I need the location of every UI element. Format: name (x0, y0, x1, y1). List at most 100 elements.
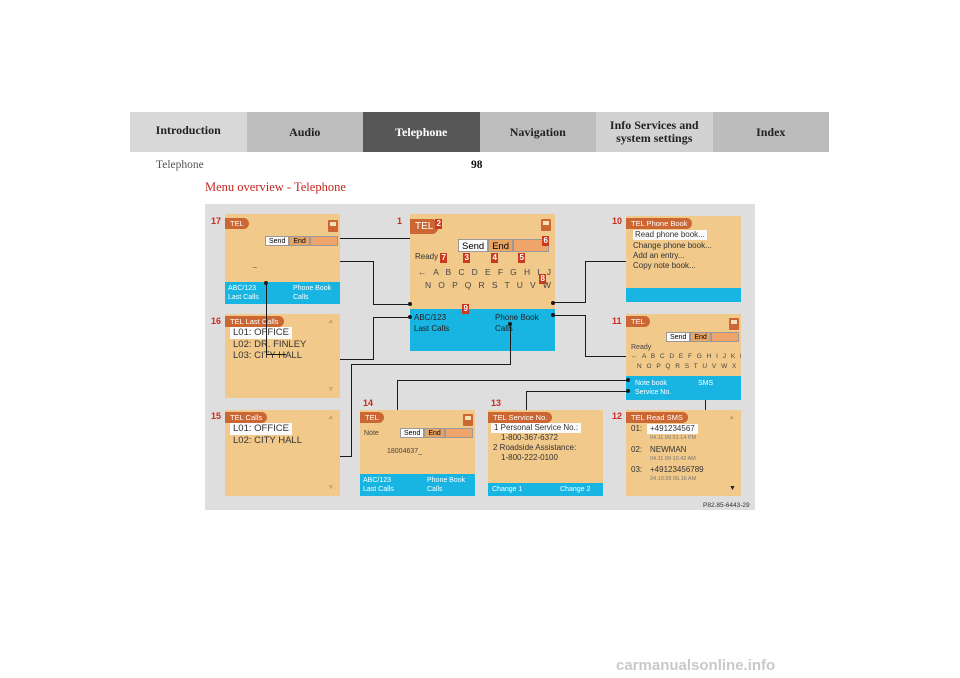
callout-15: 15 (211, 411, 222, 421)
scroll-up-icon: ▵ (730, 414, 734, 421)
connector (555, 315, 585, 316)
callout-7: 7 (440, 253, 448, 263)
connector (373, 304, 410, 305)
connector-dot (508, 322, 512, 326)
send-label: Send (458, 239, 489, 252)
connector (397, 380, 628, 381)
connector (585, 356, 626, 357)
connector-dot (626, 378, 630, 382)
send-end-buttons: Send End (265, 236, 338, 246)
sms-entry-value: +491234567 (647, 424, 698, 434)
softkey-last-calls: Last Calls (228, 294, 259, 301)
callout-4: 4 (491, 253, 499, 263)
watermark: carmanualsonline.info (616, 657, 776, 674)
page-number: 98 (471, 159, 483, 171)
tab-telephone[interactable]: Telephone (363, 112, 480, 152)
telephone-menu-diagram: TEL Send End _ ABC/123 Last Calls Phone … (205, 204, 755, 510)
empty-field (444, 428, 473, 438)
softkey-calls: Calls (427, 486, 443, 493)
softkey-phone-book: Phone Book (427, 477, 466, 484)
sms-entry-label: 02: (631, 445, 643, 454)
connector (526, 391, 628, 392)
callout-3: 3 (463, 253, 471, 263)
note-label: Note (364, 430, 379, 437)
connector (373, 317, 410, 318)
tab-index[interactable]: Index (712, 112, 829, 152)
connector-dot (264, 281, 268, 285)
sms-entry-date: 04.11.99 10.42 AM (650, 456, 696, 462)
softkey-abc123: ABC/123 (228, 285, 257, 292)
connector (351, 364, 511, 365)
screen-tel-main: TEL Send End Ready ← A B C D E F G H I J… (410, 214, 555, 351)
end-label: End (289, 236, 310, 246)
screen-tel-read-sms: TEL Read SMS ▵ 01: +491234567 04.11.99 0… (626, 410, 741, 496)
softkey-bar: ABC/123 Last Calls Phone Book Calls (225, 282, 340, 304)
tab-audio[interactable]: Audio (246, 112, 363, 152)
softkey-calls: Calls (495, 324, 513, 333)
scroll-up-icon: ▵ (329, 318, 333, 325)
sms-entry-value: NEWMAN (650, 445, 687, 454)
softkey-bar (626, 288, 741, 302)
note-number: 18004637_ (387, 448, 423, 455)
softkey-last-calls: Last Calls (363, 486, 394, 493)
callout-9: 9 (462, 304, 470, 314)
softkey-phone-book: Phone Book (495, 313, 539, 322)
end-label: End (488, 239, 514, 252)
connector (585, 315, 586, 357)
service-no-roadside-label: 2 Roadside Assistance: (493, 443, 577, 452)
screen-tel-service-no: TEL Service No. 1 Personal Service No.: … (488, 410, 603, 496)
phone-status-icon (541, 219, 551, 231)
sms-entry-label: 01: (631, 424, 643, 433)
softkey-sms: SMS (698, 380, 714, 387)
menu-read-phone-book: Read phone book... (633, 230, 707, 240)
softkey-abc123: ABC/123 (414, 313, 447, 322)
callout-2: 2 (435, 219, 443, 229)
softkey-change-1: Change 1 (492, 486, 523, 493)
end-label: End (424, 428, 445, 438)
send-label: Send (400, 428, 425, 438)
connector (340, 261, 373, 262)
callout-14: 14 (363, 398, 374, 408)
screen-tel-keypad-17: TEL Send End _ ABC/123 Last Calls Phone … (225, 214, 340, 304)
service-no-personal-number: 1-800-367-6372 (501, 433, 558, 442)
section-header: Telephone (156, 159, 204, 171)
tab-introduction[interactable]: Introduction (130, 112, 247, 152)
alphabet-row-1: ← A B C D E F G H I J K L M (418, 267, 555, 277)
send-label: Send (666, 332, 691, 342)
connector (585, 261, 626, 262)
callout-1: 1 (397, 216, 403, 226)
connector (266, 354, 286, 355)
tab-navigation[interactable]: Navigation (479, 112, 596, 152)
connector (510, 325, 511, 365)
callout-8: 8 (539, 274, 547, 284)
screen-title: TEL Calls (225, 412, 268, 423)
send-end-buttons: Send End (458, 239, 550, 252)
menu-change-phone-book: Change phone book... (633, 241, 712, 250)
sms-entry-date: 24.10.99 06.16 AM (650, 476, 697, 482)
figure-code: P82.85-6443-29 (703, 502, 750, 509)
callout-6: 6 (542, 236, 550, 246)
sms-entry-value: +49123456789 (650, 465, 704, 474)
connector (555, 302, 585, 303)
softkey-phone-book: Phone Book (293, 285, 332, 292)
send-end-buttons: Send End (666, 332, 739, 342)
phone-status-icon (463, 414, 473, 426)
softkey-bar: ABC/123 Last Calls Phone Book Calls (410, 309, 555, 351)
callout-11: 11 (612, 316, 622, 326)
connector (705, 400, 706, 410)
sms-entry-date: 04.11.99 01.14 PM (650, 435, 697, 441)
screen-tel-phone-book: TEL Phone Book Read phone book... Change… (626, 216, 741, 302)
connector (340, 238, 410, 239)
connector (340, 359, 374, 360)
service-no-roadside-number: 1-800-222-0100 (501, 453, 558, 462)
tab-info-services[interactable]: Info Services and system settings (596, 112, 713, 152)
service-no-personal-label: 1 Personal Service No.: (491, 423, 582, 433)
callout-5: 5 (518, 253, 526, 263)
softkey-bar: Change 1 Change 2 (488, 483, 603, 496)
connector (526, 391, 527, 410)
scroll-down-icon: ▿ (329, 386, 333, 393)
softkey-bar: ABC/123 Last Calls Phone Book Calls (360, 474, 475, 496)
screen-title: TEL Read SMS (626, 412, 688, 423)
screen-title: TEL (360, 412, 384, 423)
connector-dot (551, 301, 555, 305)
